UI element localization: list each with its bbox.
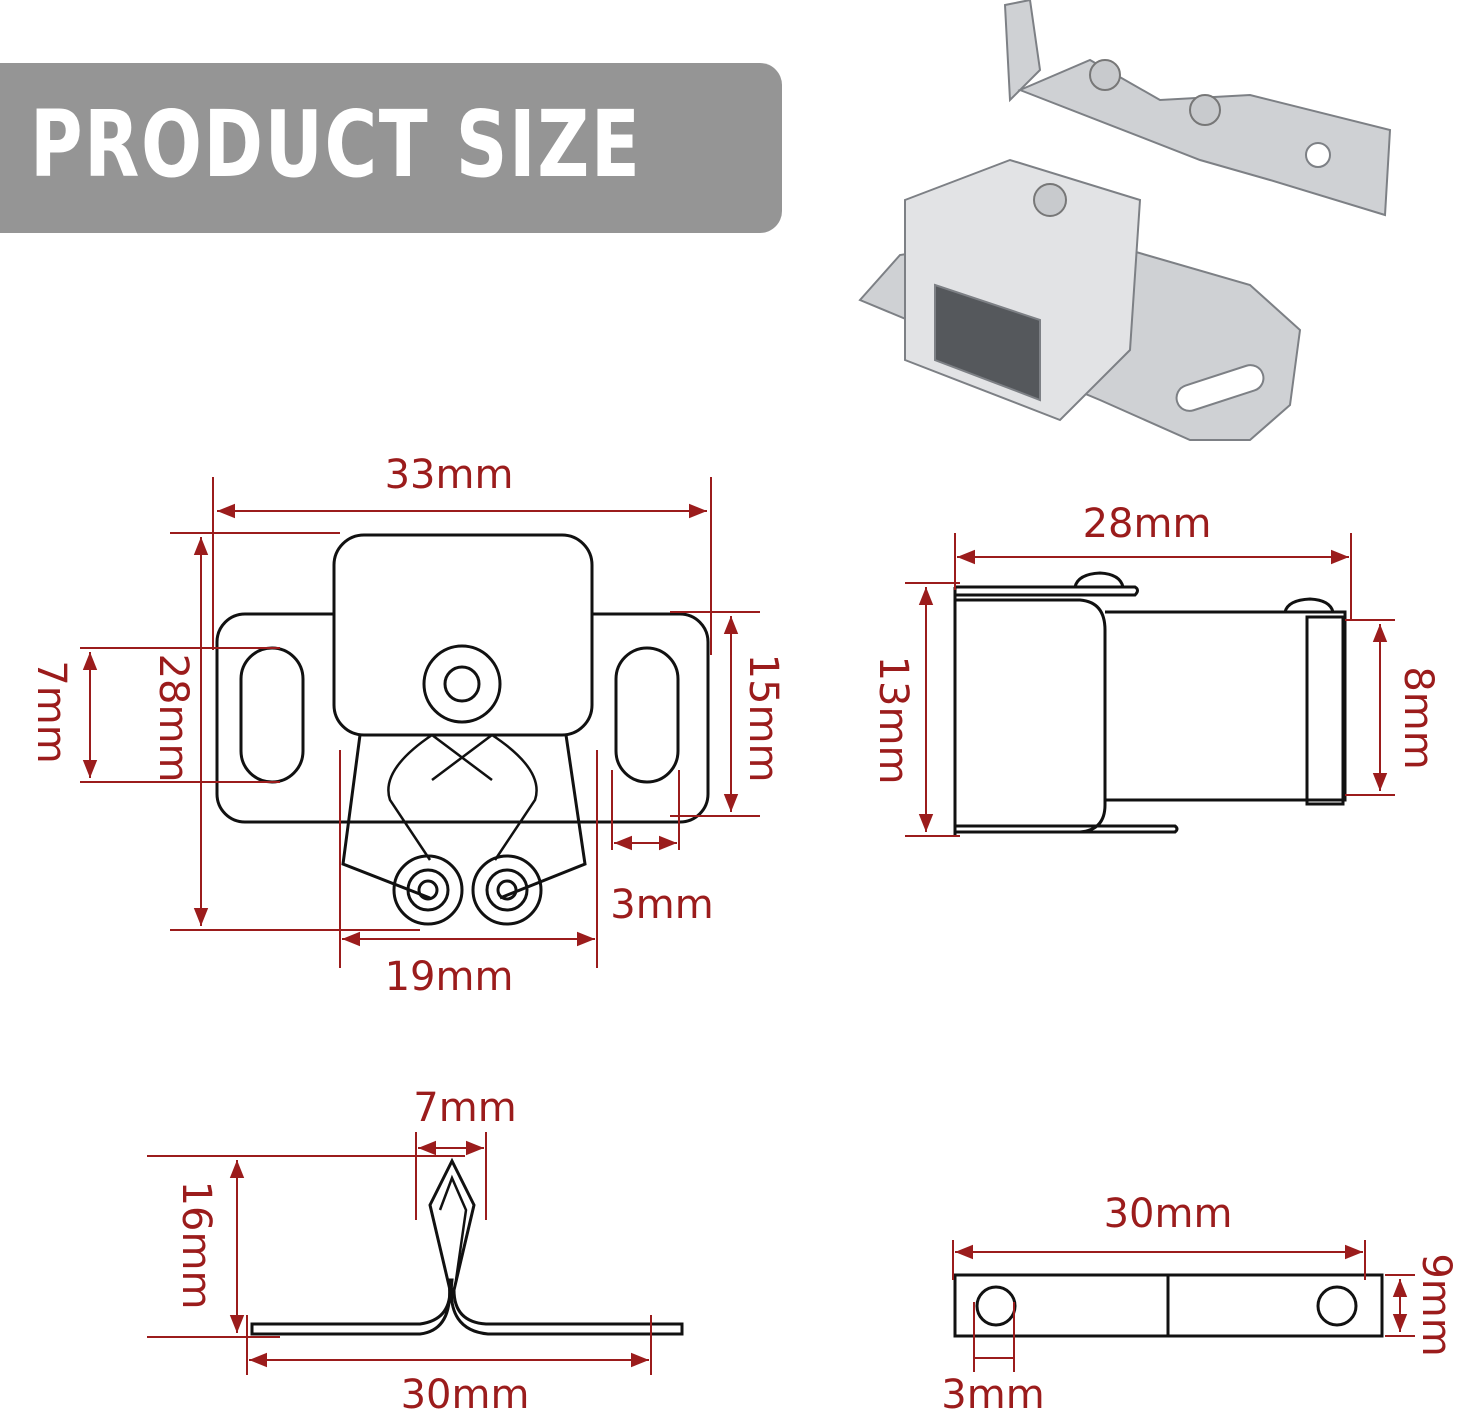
side-view-drawing: 28mm 13mm 8mm: [870, 501, 1441, 837]
dim-plate-thickness-label: 9mm: [1413, 1253, 1459, 1356]
dim-length-label: 28mm: [1083, 501, 1212, 547]
dim-hole-label: 3mm: [941, 1372, 1044, 1415]
dim-spring-length-label: 30mm: [401, 1372, 530, 1415]
product-photo: [858, 0, 1392, 441]
strike-plate-view-drawing: 30mm 9mm 3mm: [941, 1191, 1459, 1415]
product-size-banner: PRODUCT SIZE: [0, 63, 782, 233]
dim-plate-length-label: 30mm: [1104, 1191, 1233, 1237]
spring-view-drawing: 7mm 16mm 30mm: [147, 1085, 684, 1415]
dim-edge-label: 3mm: [610, 882, 713, 928]
front-view-drawing: 33mm 19mm 3mm 28mm 7mm 15mm: [28, 452, 786, 1000]
dim-roller-span-label: 19mm: [385, 954, 514, 1000]
dim-gap-label: 7mm: [413, 1085, 516, 1131]
dim-height-label: 28mm: [150, 654, 196, 783]
dim-side-height-label: 13mm: [870, 656, 916, 785]
dim-slot-label: 7mm: [28, 660, 74, 763]
dim-width-label: 33mm: [385, 452, 514, 498]
banner-title: PRODUCT SIZE: [30, 91, 642, 198]
dim-plate-height-label: 15mm: [740, 654, 786, 783]
dim-spring-height-label: 16mm: [173, 1181, 219, 1310]
dim-end-height-label: 8mm: [1395, 666, 1441, 769]
